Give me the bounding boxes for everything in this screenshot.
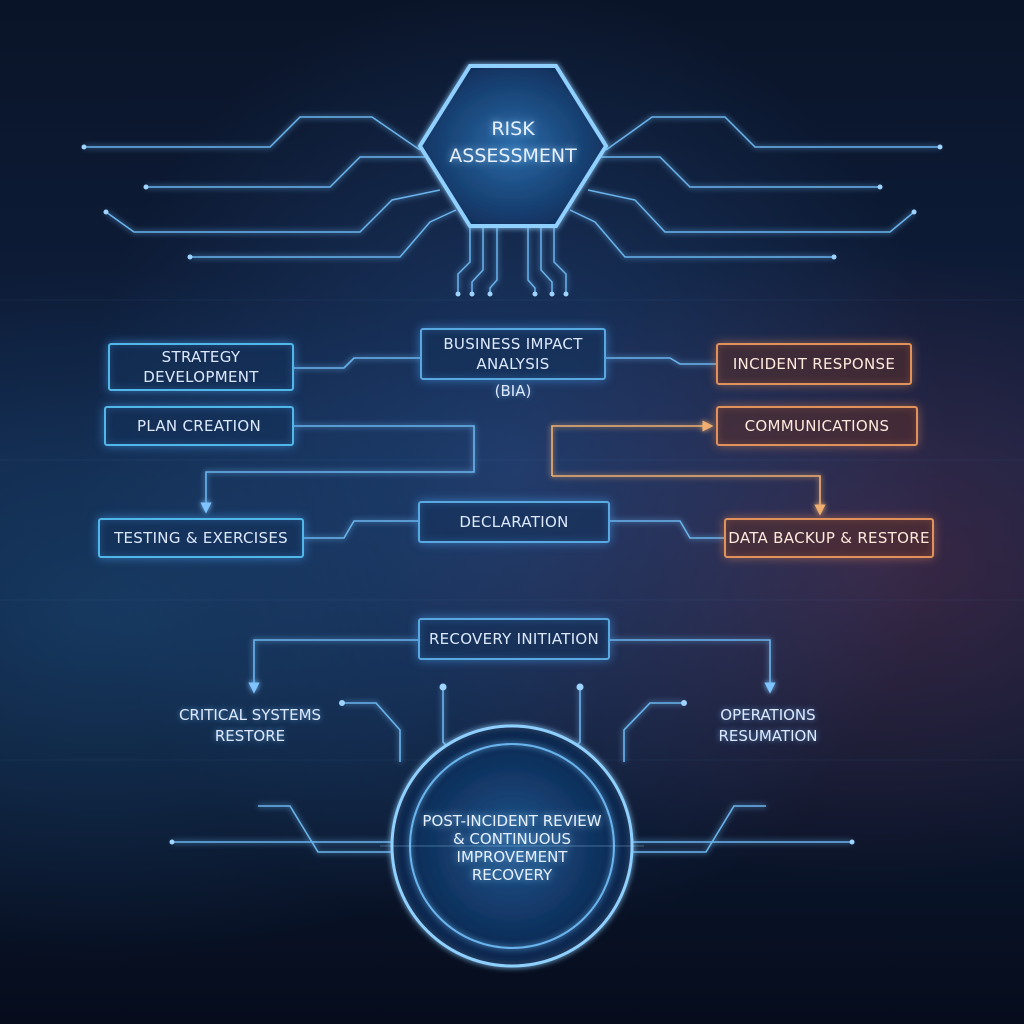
final-circle xyxy=(380,724,644,968)
risk-assessment-line2: ASSESSMENT xyxy=(449,145,577,167)
critical-systems-line1: CRITICAL SYSTEMS xyxy=(178,706,322,724)
bia-line1: BUSINESS IMPACT xyxy=(443,335,583,353)
critical-systems-restore-label: CRITICAL SYSTEMS RESTORE xyxy=(164,705,336,747)
bia-abbreviation: (BIA) xyxy=(494,382,532,400)
circuit-traces xyxy=(84,116,940,292)
strategy-line1: STRATEGY xyxy=(161,348,241,366)
operations-line1: OPERATIONS xyxy=(720,706,816,724)
incident-response-node: INCIDENT RESPONSE xyxy=(716,343,912,385)
operations-resumation-label: OPERATIONS RESUMATION xyxy=(692,705,844,747)
data-backup-restore-node: DATA BACKUP & RESTORE xyxy=(724,518,934,558)
critical-systems-line2: RESTORE xyxy=(214,727,286,745)
business-impact-analysis-node: BUSINESS IMPACT ANALYSIS xyxy=(420,328,606,380)
communications-node: COMMUNICATIONS xyxy=(716,406,918,446)
trace-endpoints xyxy=(81,144,943,297)
plan-creation-node: PLAN CREATION xyxy=(104,406,294,446)
risk-assessment-label: RISK ASSESSMENT xyxy=(420,116,606,170)
strategy-development-node: STRATEGY DEVELOPMENT xyxy=(108,343,294,391)
risk-assessment-hexagon xyxy=(300,64,724,228)
connector-endpoints xyxy=(169,683,855,845)
testing-exercises-node: TESTING & EXERCISES xyxy=(98,518,304,558)
declaration-node: DECLARATION xyxy=(418,501,610,543)
strategy-line2: DEVELOPMENT xyxy=(143,368,259,386)
orange-connectors xyxy=(551,420,826,516)
side-connectors xyxy=(172,357,852,853)
operations-line2: RESUMATION xyxy=(718,727,818,745)
final-line4: RECOVERY xyxy=(471,866,553,884)
risk-assessment-line1: RISK xyxy=(491,118,535,140)
recovery-initiation-node: RECOVERY INITIATION xyxy=(418,618,610,660)
final-line1: POST-INCIDENT REVIEW xyxy=(422,812,602,830)
final-line2: & CONTINUOUS xyxy=(452,830,572,848)
final-line3: IMPROVEMENT xyxy=(456,848,568,866)
post-incident-review-label: POST-INCIDENT REVIEW & CONTINUOUS IMPROV… xyxy=(400,812,624,884)
bia-line2: ANALYSIS xyxy=(476,355,550,373)
